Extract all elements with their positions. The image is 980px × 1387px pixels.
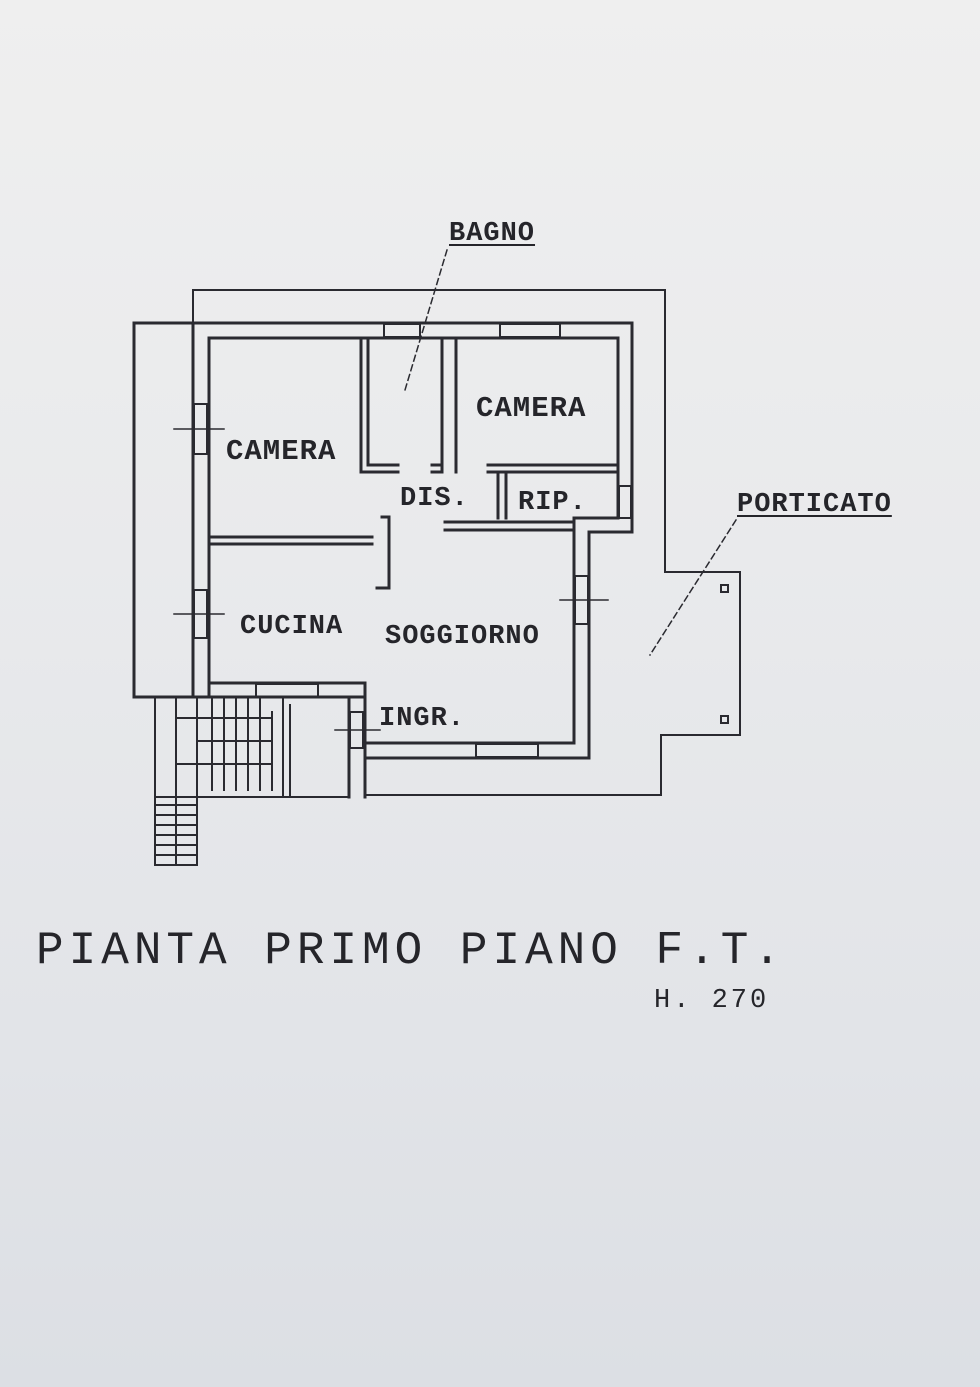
crosshairs: [173, 428, 609, 731]
label-porticato: PORTICATO: [737, 490, 892, 520]
porch-pillars: [720, 584, 729, 724]
label-rip: RIP.: [518, 488, 587, 518]
label-cucina: CUCINA: [240, 612, 344, 642]
label-camera-right: CAMERA: [476, 392, 587, 425]
label-soggiorno: SOGGIORNO: [385, 622, 540, 652]
label-ingr: INGR.: [379, 704, 466, 734]
roof-outline: [192, 289, 741, 796]
plan-title: PIANTA PRIMO PIANO F.T.: [36, 925, 786, 977]
label-dis: DIS.: [400, 484, 469, 514]
label-bagno: BAGNO: [449, 219, 536, 249]
staircase: [154, 696, 350, 866]
ceiling-height-note: H. 270: [654, 986, 770, 1016]
windows: [193, 323, 632, 758]
interior-walls: [207, 336, 620, 590]
label-camera-left: CAMERA: [226, 435, 337, 468]
terrace-outline: [132, 321, 195, 699]
leader-lines: [404, 249, 738, 657]
